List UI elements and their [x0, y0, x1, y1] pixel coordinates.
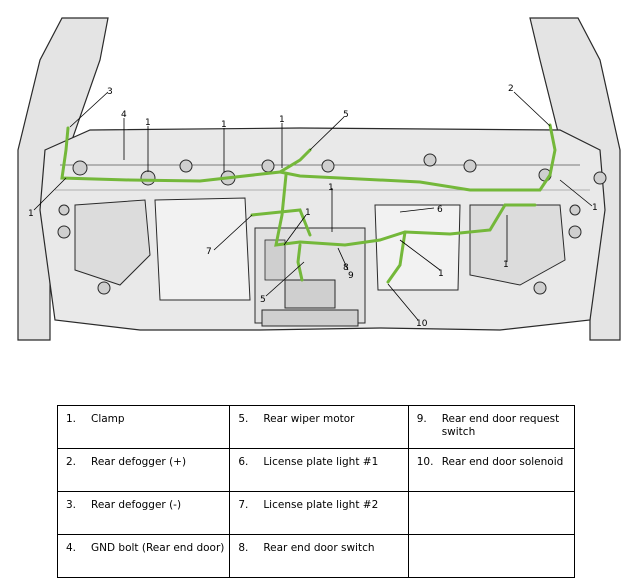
callout-9: 9	[348, 271, 354, 281]
callout-1: 1	[28, 209, 34, 219]
callout-3: 3	[107, 87, 113, 97]
legend-cell	[407, 534, 576, 578]
callout-6: 6	[437, 205, 443, 215]
callout-1: 1	[592, 203, 598, 213]
callout-1: 1	[438, 269, 444, 279]
callout-1: 1	[305, 208, 311, 218]
legend-number: 5.	[238, 413, 249, 425]
legend-number: 4.	[66, 542, 77, 554]
callout-5: 5	[260, 295, 266, 305]
legend-number: 9.	[416, 413, 427, 425]
legend-label: GND bolt (Rear end door)	[91, 542, 225, 554]
legend-cell: 8. Rear end door switch	[229, 534, 409, 578]
legend-label: Rear wiper motor	[263, 413, 355, 425]
legend-number: 2.	[66, 456, 77, 468]
callout-2: 2	[508, 84, 514, 94]
legend-cell: 9. Rear end door request switch	[407, 405, 576, 449]
legend-cell: 6. License plate light #1	[229, 448, 409, 492]
legend-row: 3. Rear defogger (-) 7. License plate ligh…	[56, 491, 576, 535]
callout-8: 8	[343, 263, 349, 273]
legend-cell: 3. Rear defogger (-)	[56, 491, 231, 535]
callout-1: 1	[328, 183, 334, 193]
legend-cell: 1. Clamp	[56, 405, 231, 449]
tailgate-wiring-diagram: 3 2 4 1 1 1 5 1 1 1 1 7 6 1 1 9 8 5 10	[17, 17, 621, 341]
legend-cell	[407, 491, 576, 535]
legend-label: Rear end door request switch	[441, 413, 560, 438]
legend-cell: 5. Rear wiper motor	[229, 405, 409, 449]
legend-row: 2. Rear defogger (+) 6. License plate ligh…	[56, 448, 576, 492]
callout-1: 1	[221, 120, 227, 130]
legend-number: 10.	[416, 456, 434, 468]
legend-label: Rear defogger (-)	[91, 499, 182, 511]
legend-cell: 7. License plate light #2	[229, 491, 409, 535]
callout-5: 5	[343, 110, 349, 120]
leader-lines	[33, 91, 593, 321]
legend-cell: 2. Rear defogger (+)	[56, 448, 231, 492]
callout-1: 1	[279, 115, 285, 125]
parts-legend-table: 1. Clamp 5. Rear wiper motor 9. Rear end do…	[56, 405, 576, 578]
callout-labels: 3 2 4 1 1 1 5 1 1 1 1 7 6 1 1 9 8 5 10	[28, 84, 598, 329]
legend-label: License plate light #1	[263, 456, 379, 468]
legend-label: License plate light #2	[263, 499, 379, 511]
callout-4: 4	[121, 110, 127, 120]
legend-cell: 10. Rear end door solenoid	[407, 448, 576, 492]
callout-1: 1	[503, 260, 509, 270]
legend-number: 1.	[66, 413, 77, 425]
legend-number: 6.	[238, 456, 249, 468]
callout-7: 7	[206, 247, 212, 257]
callout-10: 10	[416, 319, 428, 329]
legend-number: 7.	[238, 499, 249, 511]
legend-label: Rear end door solenoid	[441, 456, 564, 468]
legend-row: 4. GND bolt (Rear end door) 8. Rear end do…	[56, 534, 576, 578]
legend-number: 8.	[238, 542, 249, 554]
legend-label: Rear end door switch	[263, 542, 375, 554]
legend-label: Rear defogger (+)	[91, 456, 187, 468]
legend-cell: 4. GND bolt (Rear end door)	[56, 534, 231, 578]
legend-label: Clamp	[91, 413, 125, 425]
legend-row: 1. Clamp 5. Rear wiper motor 9. Rear end do…	[56, 405, 576, 449]
legend-number: 3.	[66, 499, 77, 511]
inner-panel	[39, 127, 606, 331]
callout-1: 1	[145, 118, 151, 128]
